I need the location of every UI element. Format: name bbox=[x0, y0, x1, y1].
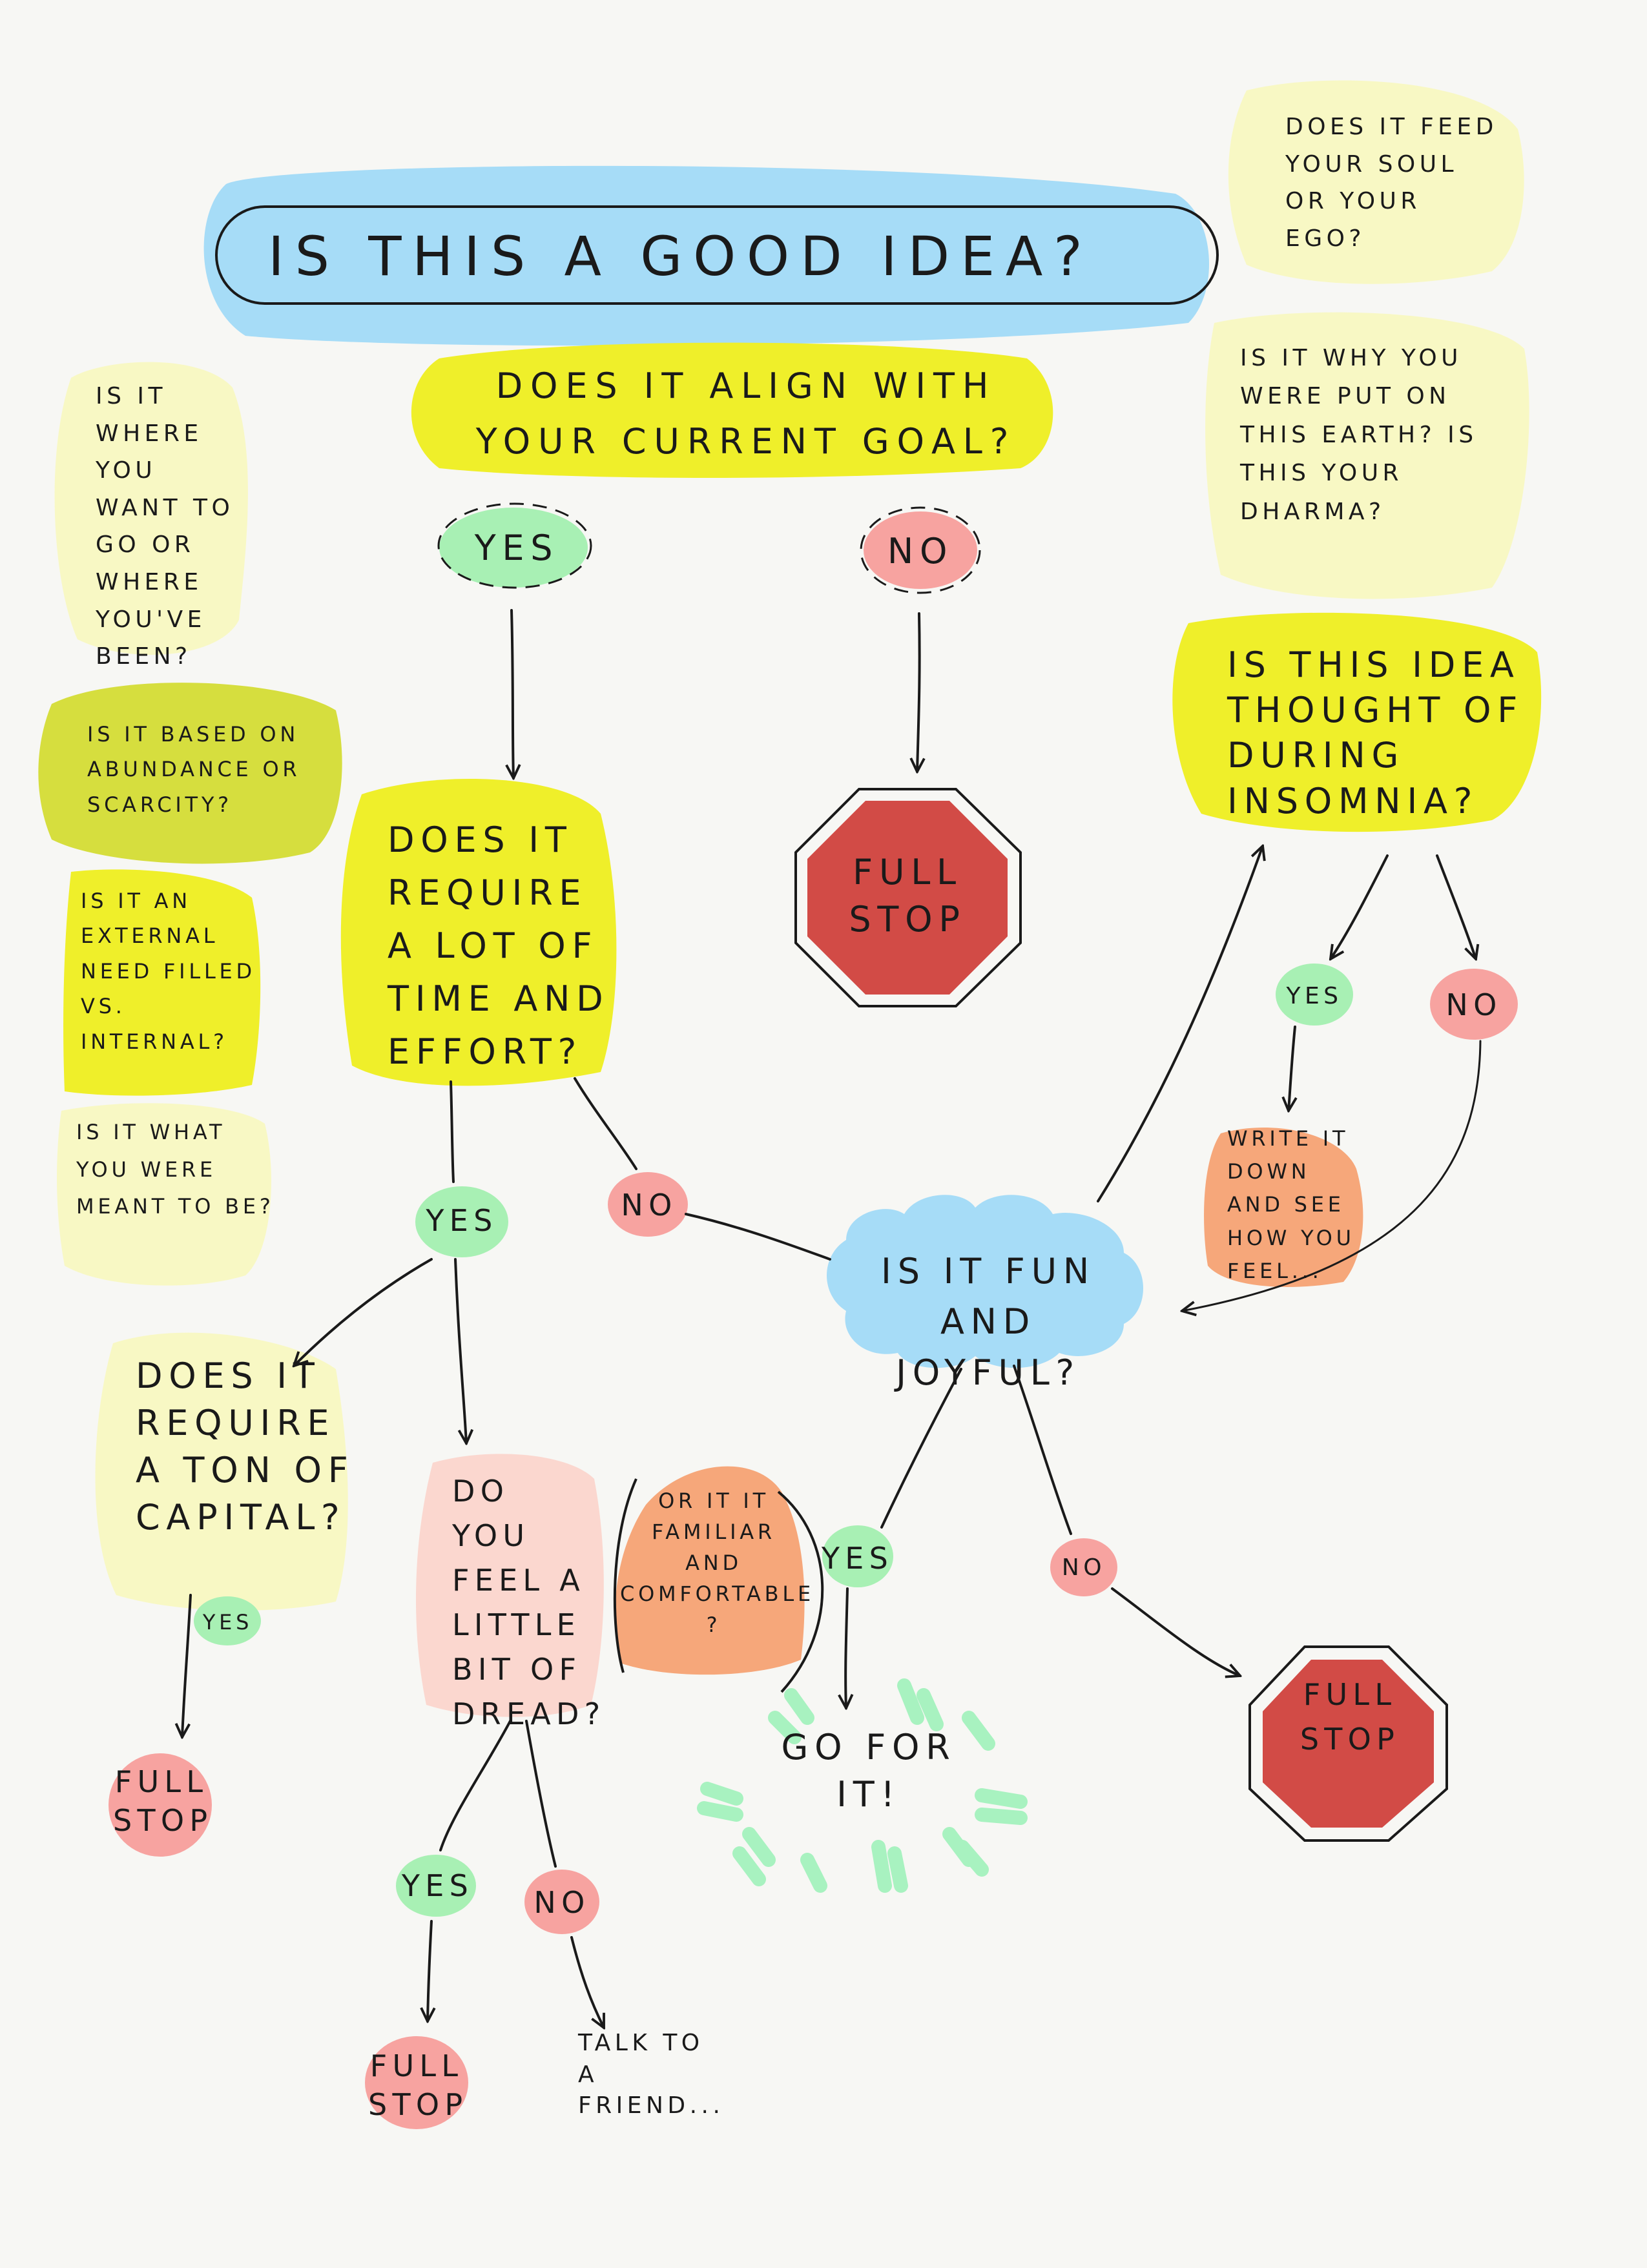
side-abundance-blob bbox=[38, 683, 342, 864]
right-paren bbox=[777, 1490, 824, 1693]
edge-no-time-to-fun bbox=[685, 1213, 831, 1261]
edge-yes-insomnia-to-write bbox=[1289, 1026, 1295, 1111]
yes-top-outline bbox=[437, 502, 592, 589]
talk-to-friend: TALK TO A FRIEND... bbox=[578, 2030, 725, 2119]
insomnia-blob bbox=[1172, 612, 1542, 832]
align-question: DOES IT ALIGN WITH YOUR CURRENT GOAL? bbox=[475, 366, 1017, 462]
edge-yes-top-to-time bbox=[512, 609, 513, 778]
yes-dread-label: YES bbox=[401, 1868, 474, 1903]
edge-yes-time-to-capital bbox=[294, 1258, 433, 1366]
yes-capital-label: YES bbox=[202, 1610, 253, 1634]
edge-no-fun-to-stop bbox=[1111, 1587, 1240, 1676]
edge-insomnia-to-yes bbox=[1331, 854, 1389, 959]
write-down-blob bbox=[1204, 1128, 1363, 1287]
yes-fun-node bbox=[822, 1525, 893, 1587]
no-insomnia-node bbox=[1430, 969, 1518, 1040]
stop-top-label: FULL STOP bbox=[849, 852, 966, 940]
dread-blob bbox=[415, 1454, 604, 1717]
left-paren bbox=[613, 1478, 637, 1673]
connectors bbox=[182, 609, 1482, 2028]
side-external-note: IS IT AN EXTERNAL NEED FILLED VS. INTERN… bbox=[81, 889, 256, 1054]
yes-top-node bbox=[439, 508, 588, 588]
fun-cloud bbox=[827, 1195, 1143, 1368]
stop-dread-node bbox=[365, 2036, 468, 2129]
edge-no-top-to-stop bbox=[917, 612, 920, 772]
no-top-label: NO bbox=[887, 531, 954, 572]
dread-question: DO YOU FEEL A LITTLE BIT OF DREAD? bbox=[452, 1474, 606, 1731]
stop-top-shape bbox=[807, 801, 1008, 995]
no-fun-label: NO bbox=[1061, 1554, 1106, 1581]
yes-capital-node bbox=[194, 1596, 261, 1645]
time-blob bbox=[340, 779, 617, 1086]
go-burst bbox=[697, 1678, 1028, 1893]
no-time-label: NO bbox=[621, 1188, 678, 1222]
no-time-node bbox=[608, 1172, 688, 1237]
no-insomnia-label: NO bbox=[1445, 987, 1502, 1022]
edge-no-insomnia-to-fun bbox=[1182, 1040, 1482, 1311]
no-dread-node bbox=[524, 1870, 599, 1934]
yes-time-node bbox=[415, 1186, 508, 1257]
edge-insomnia-to-no bbox=[1436, 854, 1476, 959]
side-soul-blob bbox=[1228, 80, 1524, 284]
edge-dread-to-yes bbox=[439, 1720, 512, 1851]
side-where-blob bbox=[54, 362, 248, 655]
edge-yes-time-to-dread bbox=[454, 1258, 466, 1443]
side-soul-note: DOES IT FEED YOUR SOUL OR YOUR EGO? bbox=[1285, 114, 1498, 252]
go-for-it: GO FOR IT! bbox=[781, 1727, 957, 1815]
edge-fun-to-no bbox=[1013, 1365, 1072, 1535]
side-abundance-note: IS IT BASED ON ABUNDANCE OR SCARCITY? bbox=[87, 722, 301, 817]
edge-fun-to-insomnia bbox=[1097, 846, 1263, 1202]
side-earth-note: IS IT WHY YOU WERE PUT ON THIS EARTH? IS… bbox=[1240, 345, 1478, 525]
align-blob bbox=[411, 342, 1053, 478]
stop-fun-outline bbox=[1248, 1645, 1448, 1842]
edge-time-to-yes bbox=[450, 1080, 455, 1183]
title-outline bbox=[215, 205, 1219, 305]
side-meant-blob bbox=[57, 1103, 272, 1286]
yes-insomnia-node bbox=[1276, 964, 1353, 1026]
stop-capital-label: FULL STOP bbox=[113, 1764, 213, 1838]
familiar-question: OR IT IT FAMILIAR AND COMFORTABLE ? bbox=[620, 1489, 814, 1637]
yes-time-label: YES bbox=[426, 1203, 498, 1238]
side-earth-blob bbox=[1205, 312, 1529, 599]
stop-fun-label: FULL STOP bbox=[1300, 1677, 1400, 1757]
edge-fun-to-yes bbox=[880, 1368, 962, 1529]
edge-time-to-no bbox=[574, 1077, 637, 1170]
stop-capital-node bbox=[109, 1753, 212, 1857]
edge-capital-to-stop bbox=[182, 1594, 192, 1737]
page-title: IS THIS A GOOD IDEA? bbox=[268, 225, 1093, 288]
side-where-note: IS IT WHERE YOU WANT TO GO OR WHERE YOU'… bbox=[96, 383, 234, 670]
yes-fun-label: YES bbox=[821, 1541, 894, 1576]
yes-dread-node bbox=[396, 1855, 476, 1917]
fun-question: IS IT FUN AND JOYFUL? bbox=[881, 1251, 1095, 1393]
side-external-blob bbox=[63, 869, 261, 1096]
write-down-note: WRITE IT DOWN AND SEE HOW YOU FEEL... bbox=[1227, 1126, 1355, 1283]
capital-blob bbox=[95, 1332, 348, 1611]
title-blob bbox=[203, 165, 1210, 346]
no-top-node bbox=[864, 511, 977, 589]
edge-yes-dread-to-stop bbox=[428, 1920, 431, 2021]
yes-insomnia-label: YES bbox=[1286, 983, 1343, 1009]
time-question: DOES IT REQUIRE A LOT OF TIME AND EFFORT… bbox=[388, 820, 610, 1073]
stop-fun-shape bbox=[1263, 1660, 1434, 1828]
edge-yes-fun-to-go bbox=[845, 1587, 847, 1708]
no-fun-node bbox=[1050, 1538, 1117, 1596]
stop-dread-label: FULL STOP bbox=[368, 2048, 468, 2122]
stop-top-outline bbox=[794, 788, 1022, 1007]
familiar-blob bbox=[615, 1466, 805, 1675]
insomnia-question: IS THIS IDEA THOUGHT OF DURING INSOMNIA? bbox=[1227, 644, 1524, 821]
edge-no-dread-to-friend bbox=[570, 1936, 605, 2028]
no-dread-label: NO bbox=[533, 1885, 590, 1920]
no-top-outline bbox=[860, 506, 981, 594]
yes-top-label: YES bbox=[474, 528, 559, 568]
edge-dread-to-no bbox=[525, 1720, 557, 1868]
capital-question: DOES IT REQUIRE A TON OF CAPITAL? bbox=[136, 1356, 355, 1538]
side-meant-note: IS IT WHAT YOU WERE MEANT TO BE? bbox=[76, 1120, 274, 1219]
